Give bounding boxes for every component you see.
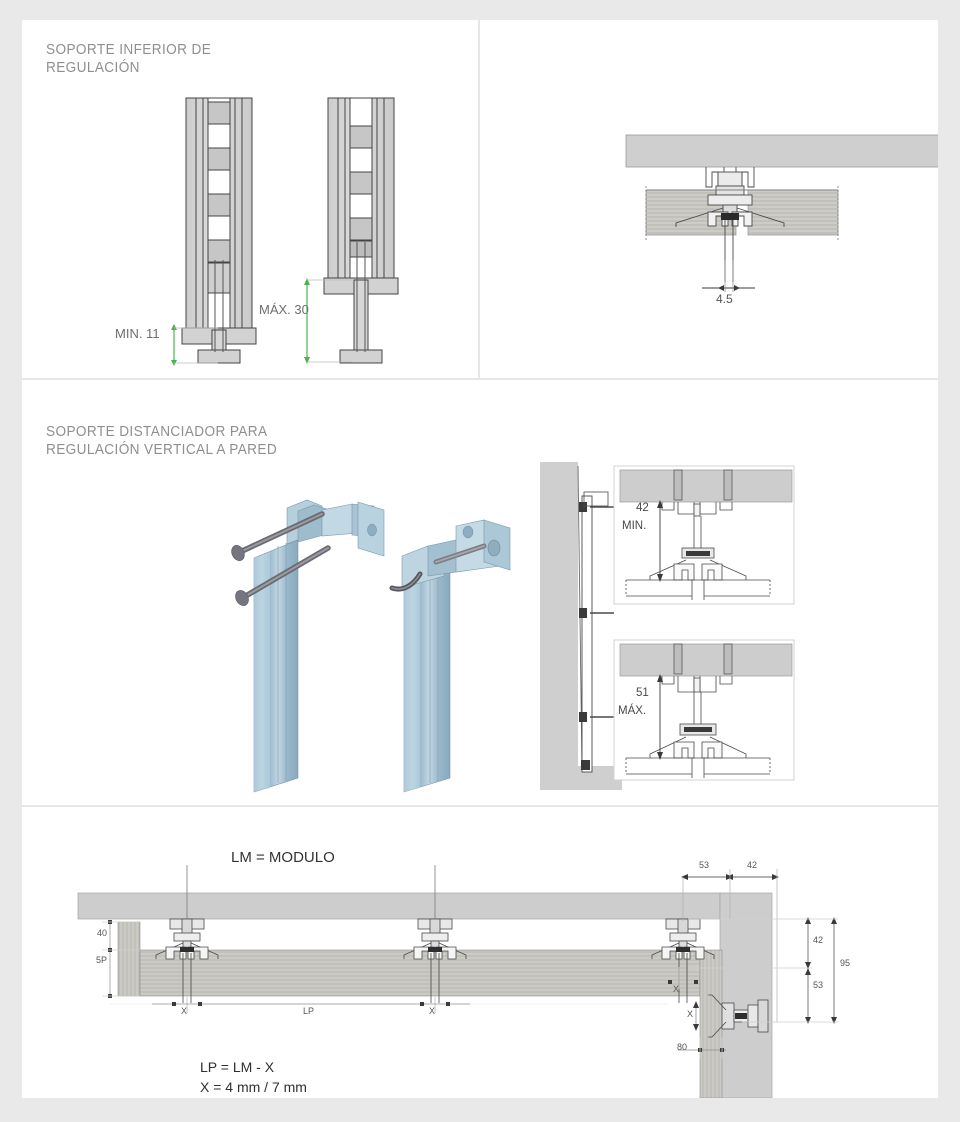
gap-label-x-middle: X	[429, 1006, 436, 1016]
right-dimension-42: 42	[813, 935, 824, 945]
dimension-label-max-30: MÁX. 30	[259, 302, 309, 317]
panel-section-detail-4-5: 4.5	[480, 20, 938, 378]
left-dimension-40: 40	[97, 928, 108, 938]
formula-lp-lm-x: LP = LM - X X = 4 mm / 7 mm	[200, 1059, 307, 1096]
bottom-dimension-80: 80	[677, 1042, 688, 1052]
drawing-card: SOPORTE INFERIOR DE REGULACIÓN	[22, 20, 938, 1098]
dimension-arrow-4-5	[702, 260, 755, 292]
drawing-soporte-inferior	[171, 97, 399, 366]
iso-render-bracket-a	[231, 499, 385, 793]
detail-qualifier-min: MIN.	[622, 520, 647, 532]
gap-label-x-wall: X	[687, 1009, 694, 1019]
gap-label-x-left: X	[181, 1006, 188, 1016]
dimension-label-4-5: 4.5	[716, 292, 733, 306]
span-label-lp: LP	[303, 1006, 315, 1016]
dimension-label-min-11: MIN. 11	[115, 326, 160, 341]
right-dimension-95: 95	[840, 958, 851, 968]
gap-label-x-right: X	[673, 984, 680, 994]
right-dimension-53: 53	[813, 980, 824, 990]
drawing-modulo-plan	[77, 865, 838, 1098]
detail-qualifier-max: MÁX.	[618, 705, 647, 717]
detail-box-42-min-frame	[613, 465, 795, 605]
iso-render-bracket-b	[389, 519, 511, 793]
dimension-arrow-max-30	[304, 278, 310, 364]
divider-vertical	[478, 20, 480, 378]
detail-value-42: 42	[636, 502, 649, 514]
left-dimension-5p: 5P	[96, 955, 108, 965]
panel-soporte-inferior: SOPORTE INFERIOR DE REGULACIÓN	[22, 20, 478, 378]
dimension-arrow-min-11	[171, 324, 177, 366]
divider-top	[22, 378, 938, 380]
panel-soporte-distanciador: SOPORTE DISTANCIADOR PARA REGULACIÓN VER…	[22, 380, 938, 805]
panel-modulo-plan: LM = MODULO 40 5P X LP X X X 53 42 42 53…	[22, 807, 938, 1098]
drawing-section-4-5	[625, 134, 938, 292]
detail-box-51-max-frame	[613, 639, 795, 781]
detail-value-51: 51	[636, 687, 649, 699]
divider-middle	[22, 805, 938, 807]
top-dimension-42: 42	[747, 860, 758, 870]
wall-section-elevation	[540, 462, 622, 790]
panel-title-soporte-inferior: SOPORTE INFERIOR DE REGULACIÓN	[46, 42, 212, 76]
top-dimension-53: 53	[699, 860, 710, 870]
panel-title-soporte-distanciador: SOPORTE DISTANCIADOR PARA REGULACIÓN VER…	[46, 424, 278, 458]
label-lm-modulo: LM = MODULO	[231, 849, 335, 866]
drawing-soporte-distanciador	[231, 462, 795, 793]
